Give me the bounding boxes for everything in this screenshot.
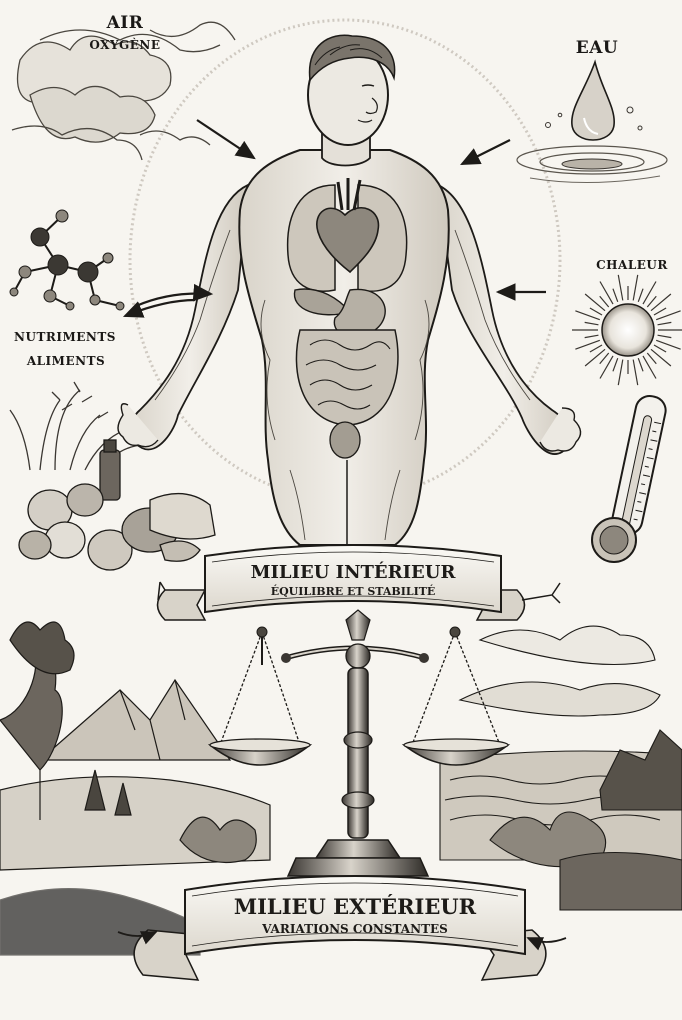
oxygen-label: OXYGÈNE	[70, 38, 180, 52]
exterior-banner-text: MILIEU EXTÉRIEUR VARIATIONS CONSTANTES	[190, 893, 520, 938]
interior-subtitle: ÉQUILIBRE ET STABILITÉ	[208, 584, 498, 600]
thermometer-icon	[592, 388, 668, 562]
exterior-title: MILIEU EXTÉRIEUR	[190, 893, 520, 920]
ocean-illustration	[440, 626, 682, 910]
molecule-icon	[10, 210, 124, 310]
exterior-subtitle: VARIATIONS CONSTANTES	[190, 920, 520, 938]
foods-label: ALIMENTS	[25, 354, 107, 368]
sun-icon	[572, 275, 682, 385]
air-label: AIR	[98, 13, 152, 33]
arrow-water	[462, 140, 510, 164]
arrow-air	[197, 120, 254, 158]
heat-label: CHALEUR	[587, 258, 677, 272]
water-label: EAU	[565, 38, 629, 58]
interior-banner-text: MILIEU INTÉRIEUR ÉQUILIBRE ET STABILITÉ	[208, 562, 498, 600]
water-drop-icon	[517, 62, 667, 183]
food-basket-icon	[10, 382, 215, 570]
interior-title: MILIEU INTÉRIEUR	[208, 562, 498, 584]
nutrients-label: NUTRIMENTS	[10, 330, 120, 344]
